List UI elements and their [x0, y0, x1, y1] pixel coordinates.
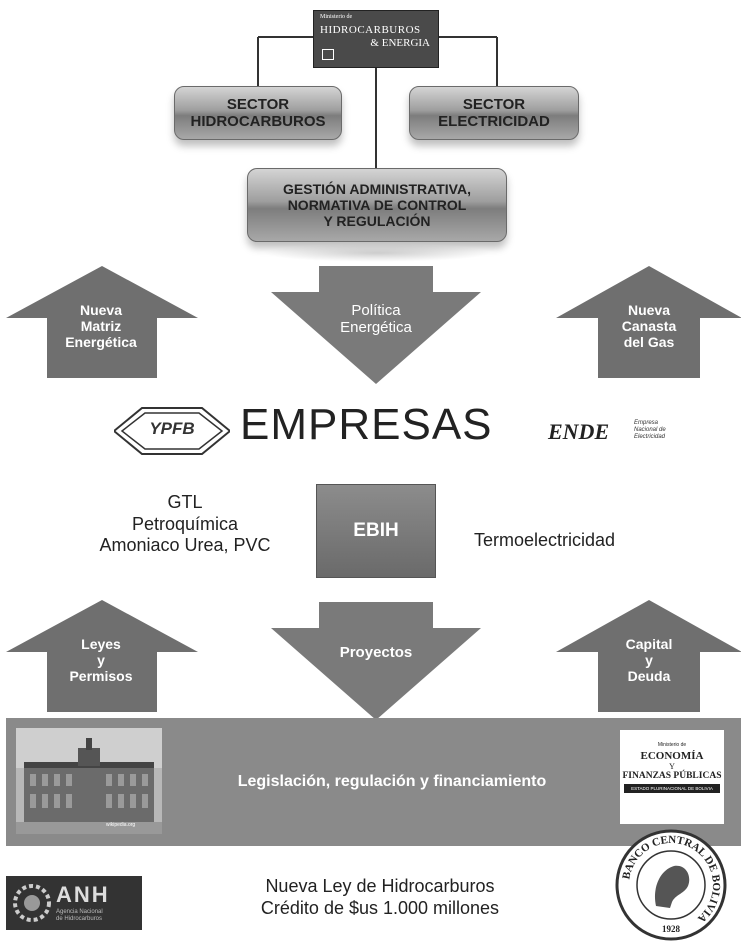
arrow-label-leyes: Leyes y Permisos	[69, 636, 133, 685]
gestion-reflection	[262, 244, 492, 262]
bcb-year: 1928	[662, 924, 681, 934]
ministry-emblem-icon	[322, 49, 334, 60]
ebih-left-text: GTL Petroquímica Amoniaco Urea, PVC	[99, 492, 271, 556]
legislation-banner: wikipedia.org Legislación, regulación y …	[6, 718, 741, 846]
arrow-up-right-1	[556, 266, 741, 378]
bcb-seal: BANCO CENTRAL DE BOLIVIA 1928	[615, 829, 727, 941]
anh-logo-text: ANH	[56, 882, 110, 907]
economia-bar: ESTADO PLURINACIONAL DE BOLIVIA	[624, 784, 720, 793]
economia-line2: FINANZAS PÚBLICAS	[622, 771, 722, 781]
anh-caption: Agencia Nacional de Hidrocarburos	[56, 909, 103, 923]
economia-logo: Ministerio de ECONOMÍA Y FINANZAS PÚBLIC…	[620, 730, 724, 824]
ebih-box: EBIH	[316, 484, 436, 578]
photo-caption: wikipedia.org	[106, 822, 136, 828]
arrow-label-nueva-matriz: Nueva Matriz Energética	[65, 302, 137, 351]
banner-text: Legislación, regulación y financiamiento	[237, 773, 547, 790]
economia-small: Ministerio de	[657, 742, 687, 748]
ministry-small-label: Ministerio de	[320, 14, 353, 20]
ypfb-logo	[114, 407, 230, 455]
ministry-logo-box: Ministerio de HIDROCARBUROS & ENERGIA	[313, 10, 439, 68]
arrow-down-center-2	[271, 602, 481, 720]
sector-hidrocarburos-box: SECTOR HIDROCARBUROS	[174, 86, 342, 140]
economia-line1: ECONOMÍA	[640, 750, 704, 762]
empresas-title: EMPRESAS	[240, 400, 493, 449]
ebih-label: EBIH	[353, 520, 399, 541]
arrow-up-right-2	[556, 600, 741, 712]
gestion-box: GESTIÓN ADMINISTRATIVA, NORMATIVA DE CON…	[247, 168, 507, 242]
ende-logo: ENDE	[548, 419, 610, 444]
ypfb-logo-text: YPFB	[149, 419, 195, 438]
sector-electricidad-label: SECTOR ELECTRICIDAD	[438, 95, 550, 130]
arrow-down-center-1	[271, 266, 481, 384]
arrow-label-capital: Capital y Deuda	[625, 636, 673, 685]
gestion-label: GESTIÓN ADMINISTRATIVA, NORMATIVA DE CON…	[283, 180, 471, 230]
economia-y: Y	[669, 762, 675, 771]
footer-text: Nueva Ley de Hidrocarburos Crédito de $u…	[260, 876, 500, 918]
government-building-photo	[16, 728, 162, 834]
ebih-right-text: Termoelectricidad	[474, 530, 616, 550]
sector-electricidad-box: SECTOR ELECTRICIDAD	[409, 86, 579, 140]
arrow-label-nueva-canasta: Nueva Canasta del Gas	[621, 302, 677, 351]
arrow-up-left-2	[6, 600, 198, 712]
ministry-line1: HIDROCARBUROS	[320, 24, 421, 36]
anh-emblem-icon	[13, 884, 51, 922]
arrow-label-politica: Política Energética	[340, 302, 412, 337]
arrow-label-proyectos: Proyectos	[339, 644, 413, 661]
anh-logo: ANH Agencia Nacional de Hidrocarburos	[6, 876, 142, 930]
ministry-line2: & ENERGIA	[370, 37, 430, 49]
sector-hidrocarburos-label: SECTOR HIDROCARBUROS	[190, 95, 326, 130]
arrow-up-left-1	[6, 266, 198, 378]
ende-caption: Empresa Nacional de Electricidad	[634, 420, 666, 441]
